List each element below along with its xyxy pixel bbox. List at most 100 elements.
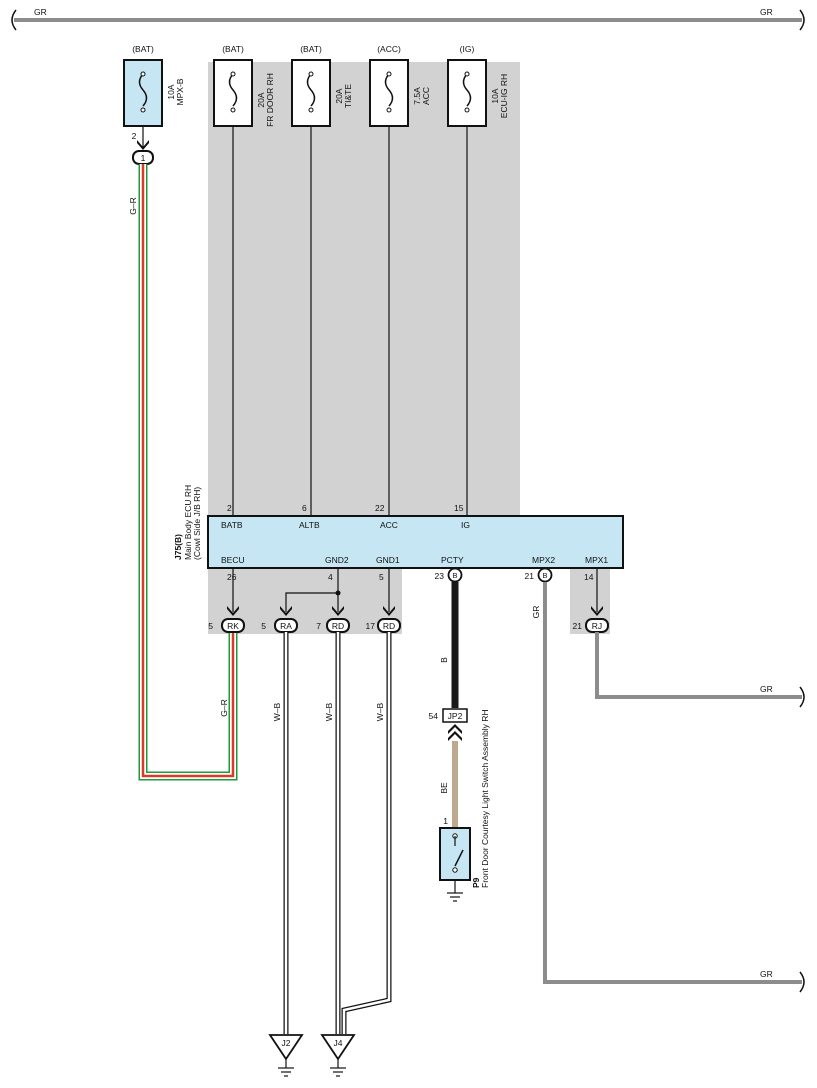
fuse-supply: (ACC) — [377, 44, 401, 54]
fuse-rating: 7.5A — [412, 87, 422, 105]
connector-id: RA — [280, 621, 292, 631]
connector-pin: 21 — [525, 571, 535, 581]
wire-color-label: GR — [531, 606, 541, 619]
ecu-bottom-pin-numbers: 26 4 5 — [227, 572, 384, 582]
connector-rj: 14 RJ 21 — [573, 568, 609, 633]
switch-pin: 1 — [443, 816, 448, 826]
ground-id: J4 — [334, 1038, 343, 1048]
g-r-wire — [138, 164, 238, 781]
connector-pin: 5 — [208, 621, 213, 631]
connector-b-23: B 23 — [435, 567, 463, 583]
ecu-pin-number: 26 — [227, 572, 237, 582]
connector-rd-17: RD 17 — [366, 606, 401, 633]
wire-break-mark — [799, 686, 805, 708]
fuse-rating: 10A — [166, 84, 176, 99]
mpx1-gr-wire — [595, 632, 802, 699]
fuse-ti-te: (BAT) 20A TI&TE — [291, 44, 353, 127]
wire-color-label: G–R — [128, 197, 138, 214]
ecu-pin-number: 22 — [375, 503, 385, 513]
fuse-supply: (BAT) — [132, 44, 154, 54]
fuse-fr-door-rh: (BAT) 20A FR DOOR RH — [213, 44, 275, 127]
connector-label: 1 — [141, 153, 146, 163]
ecu-pin-label: BATB — [221, 520, 243, 530]
ecu-pin-label: GND2 — [325, 555, 349, 565]
wire-color-label: GR — [760, 969, 773, 979]
connector-pin: 5 — [261, 621, 266, 631]
wire-color-label: BE — [439, 782, 449, 794]
ecu-code: J75(B) — [173, 534, 183, 560]
fuse-ecu-ig-rh: (IG) 10A ECU-IG RH — [447, 44, 509, 127]
ecu-pin-label: PCTY — [441, 555, 464, 565]
fuse-supply: (BAT) — [300, 44, 322, 54]
connector-id: B — [452, 571, 457, 580]
connector-pin: 54 — [429, 711, 439, 721]
fuse-name: ECU-IG RH — [499, 74, 509, 118]
connector-pin: 7 — [316, 621, 321, 631]
wire-color-label: G–R — [219, 699, 229, 716]
fuse-supply: (BAT) — [222, 44, 244, 54]
connector-pin: 23 — [435, 571, 445, 581]
fuse-name: ACC — [421, 87, 431, 105]
courtesy-light-switch: 1 P9 Front Door Courtesy Light Switch As… — [439, 709, 490, 902]
fuse-name: FR DOOR RH — [265, 73, 275, 127]
splice-point — [335, 590, 341, 596]
ground-lines — [232, 568, 390, 612]
connector-id: RD — [383, 621, 395, 631]
ground-j4: J4 — [320, 1034, 356, 1077]
fuse-rating: 10A — [490, 88, 500, 103]
wire-color-label: GR — [760, 684, 773, 694]
mpx2-gr-wire — [543, 582, 802, 984]
connector-pin: 17 — [366, 621, 376, 631]
ecu-pin-number: 15 — [454, 503, 464, 513]
wire-color-label: W–B — [324, 702, 334, 721]
connector-id: RK — [227, 621, 239, 631]
wire-color-label: B — [439, 657, 449, 663]
fuse-supply: (IG) — [460, 44, 475, 54]
fuse-name: TI&TE — [343, 84, 353, 108]
fuse-rating: 20A — [256, 92, 266, 107]
main-body-ecu: J75(B) Main Body ECU RH (Cowl Side J/B R… — [173, 485, 624, 569]
bus-left-label: GR — [34, 7, 47, 17]
mpx-b-output: 2 1 — [132, 126, 154, 165]
ecu-location: (Cowl Side J/B RH) — [192, 487, 202, 560]
connector-rk: RK 5 — [208, 606, 245, 633]
ecu-pin-number: 2 — [227, 503, 232, 513]
ecu-name: Main Body ECU RH — [183, 485, 193, 560]
w-b-wires — [283, 632, 392, 1034]
ecu-pin-number: 6 — [302, 503, 307, 513]
ecu-pin-label: BECU — [221, 555, 245, 565]
ground-j2: J2 — [268, 1034, 304, 1077]
wire-color-label: W–B — [375, 702, 385, 721]
ecu-pin-number: 14 — [584, 572, 594, 582]
ecu-pin-label: MPX2 — [532, 555, 555, 565]
ground-id: J2 — [282, 1038, 291, 1048]
connector-b-21: B 21 — [525, 567, 553, 583]
connector-rd-7: RD 7 — [316, 606, 350, 633]
fuse-rating: 20A — [334, 88, 344, 103]
ecu-pin-number: 5 — [379, 572, 384, 582]
wire-color-label: W–B — [272, 702, 282, 721]
bus-right-label: GR — [760, 7, 773, 17]
connector-id: RJ — [592, 621, 602, 631]
connector-id: JP2 — [448, 711, 463, 721]
top-bus: GR GR — [11, 7, 805, 31]
ecu-pin-label: ALTB — [299, 520, 320, 530]
fuse-wires — [232, 126, 468, 516]
ecu-pin-label: MPX1 — [585, 555, 608, 565]
fuse-acc: (ACC) 7.5A ACC — [369, 44, 431, 127]
connector-jp2: JP2 54 — [429, 708, 468, 741]
connector-pin: 21 — [573, 621, 583, 631]
ecu-pin-number: 4 — [328, 572, 333, 582]
switch-name: Front Door Courtesy Light Switch Assembl… — [480, 709, 490, 888]
switch-code: P9 — [471, 877, 481, 888]
fuse-mpx-b: (BAT) 10A MPX-B — [123, 44, 185, 127]
ecu-pin-label: GND1 — [376, 555, 400, 565]
wire-break-mark — [799, 971, 805, 993]
connector-id: B — [542, 571, 547, 580]
connector-id: RD — [332, 621, 344, 631]
ecu-pin-label: ACC — [380, 520, 398, 530]
junction-block-shading — [208, 62, 610, 634]
ecu-pin-label: IG — [461, 520, 470, 530]
fuse-pin-number: 2 — [132, 131, 137, 141]
